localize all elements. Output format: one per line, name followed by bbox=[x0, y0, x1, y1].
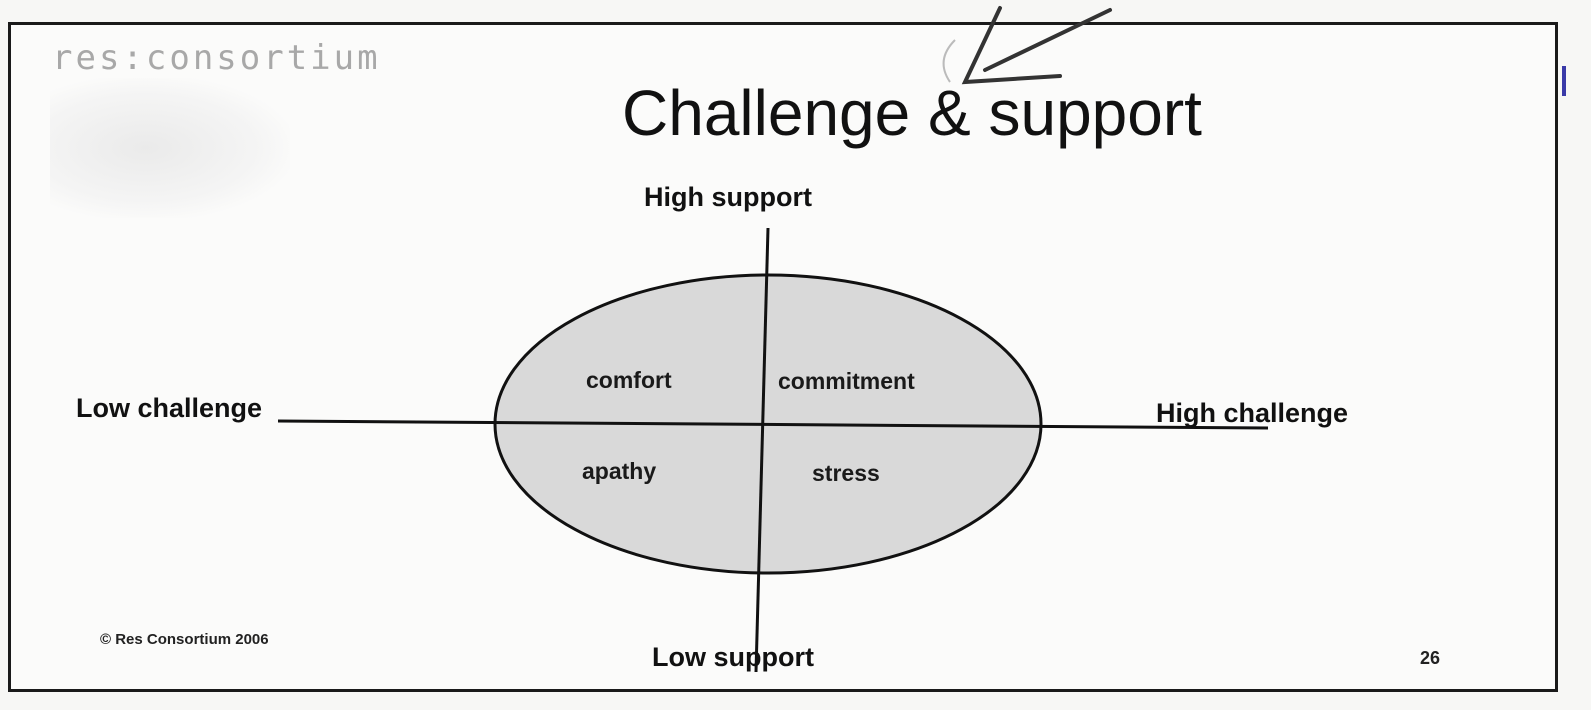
logo-figure-illustration bbox=[50, 78, 290, 218]
slide-title: Challenge & support bbox=[622, 77, 1202, 149]
axis-label-high-challenge: High challenge bbox=[1156, 398, 1349, 428]
quadrant-label-apathy: apathy bbox=[582, 458, 657, 484]
quadrant-label-comfort: comfort bbox=[586, 367, 672, 393]
annotation-mark bbox=[1562, 66, 1566, 96]
support-axis bbox=[754, 227, 770, 673]
handwritten-curve bbox=[942, 39, 956, 83]
axis-label-high-support: High support bbox=[644, 182, 812, 212]
axis-label-low-support: Low support bbox=[652, 642, 814, 672]
challenge-axis bbox=[277, 419, 1269, 430]
quadrant-label-stress: stress bbox=[812, 460, 880, 486]
handwritten-checkmark bbox=[961, 6, 1112, 85]
page-number: 26 bbox=[1420, 648, 1441, 668]
logo: res:consortium bbox=[52, 38, 381, 78]
quadrant-label-commitment: commitment bbox=[778, 368, 915, 394]
copyright-notice: © Res Consortium 2006 bbox=[100, 631, 269, 648]
axis-label-low-challenge: Low challenge bbox=[76, 393, 263, 423]
